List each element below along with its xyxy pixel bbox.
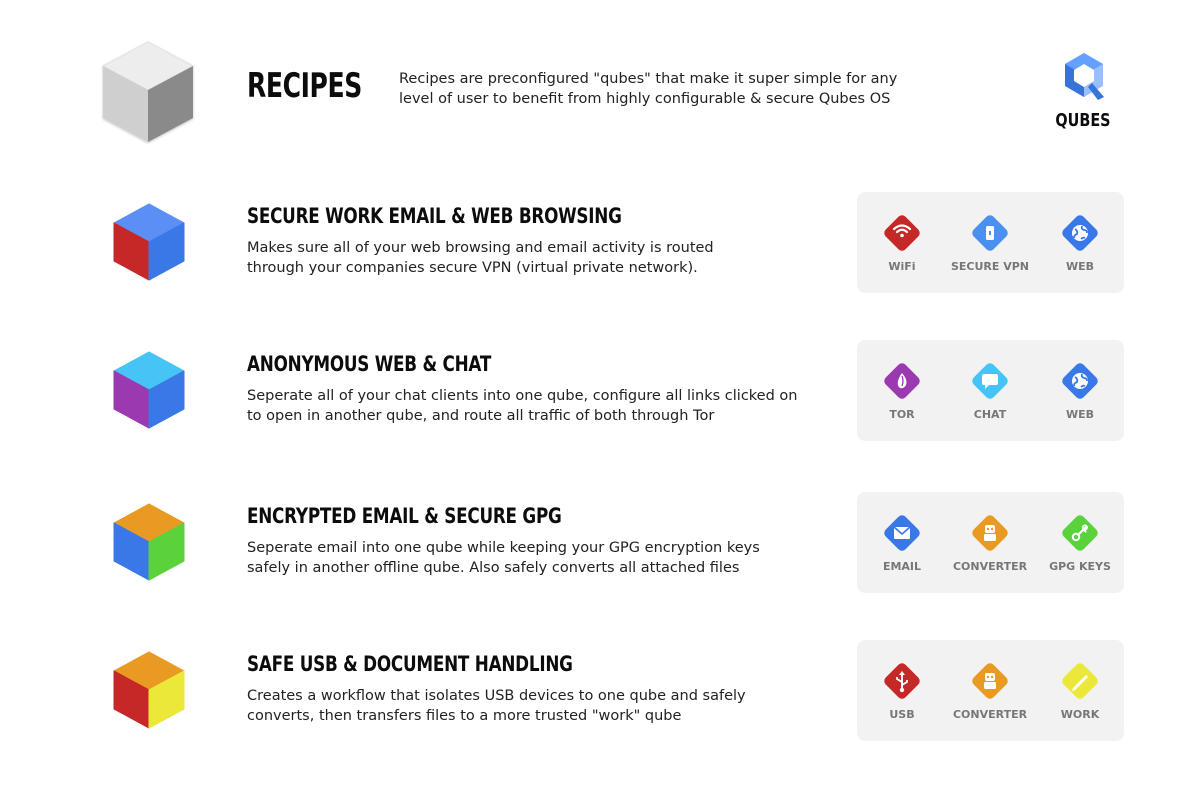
lock-icon: [969, 212, 1011, 254]
globe-icon: [1059, 212, 1101, 254]
recipe-title: SECURE WORK EMAIL & WEB BROWSING: [247, 204, 622, 228]
qube-label: GPG KEYS: [1049, 560, 1111, 573]
qube-label: CHAT: [973, 408, 1007, 421]
usb-icon: [881, 660, 923, 702]
key-icon: [1059, 512, 1101, 554]
recipe-description: Seperate email into one qube while keepi…: [247, 538, 807, 578]
recipe-cube-image: [112, 202, 186, 282]
hero-cube-image: [100, 40, 196, 144]
recipe-description-line: converts, then transfers files to a more…: [247, 708, 682, 724]
qube-label: USB: [889, 708, 915, 721]
qube-tile[interactable]: USB: [857, 660, 947, 730]
qube-tile[interactable]: WEB: [1035, 360, 1125, 430]
recipe-cube-image: [112, 350, 186, 430]
logo-wordmark: QUBES: [1055, 110, 1111, 131]
recipe-description: Creates a workflow that isolates USB dev…: [247, 686, 807, 726]
recipe-description-line: Seperate all of your chat clients into o…: [247, 388, 798, 404]
wifi-icon: [881, 212, 923, 254]
qube-label: WEB: [1065, 408, 1095, 421]
recipe-title: SAFE USB & DOCUMENT HANDLING: [247, 652, 573, 676]
recipe-qube-card: EMAIL CONVERTER GPG KEYS: [857, 492, 1124, 593]
recipe-description: Seperate all of your chat clients into o…: [247, 386, 807, 426]
recipe-description-line: Creates a workflow that isolates USB dev…: [247, 688, 746, 704]
qube-tile[interactable]: TOR: [857, 360, 947, 430]
pen-icon: [1059, 660, 1101, 702]
robot-icon: [969, 660, 1011, 702]
recipe-title: ANONYMOUS WEB & CHAT: [247, 352, 492, 376]
intro-text: Recipes are preconfigured "qubes" that m…: [399, 71, 898, 107]
recipe-description-line: Makes sure all of your web browsing and …: [247, 240, 714, 256]
qube-label: CONVERTER: [952, 560, 1028, 573]
qube-tile[interactable]: WEB: [1035, 212, 1125, 282]
qube-tile[interactable]: SECURE VPN: [945, 212, 1035, 282]
recipe-qube-card: WiFi SECURE VPN WEB: [857, 192, 1124, 293]
robot-icon: [969, 512, 1011, 554]
qubes-logo-icon: [1058, 50, 1110, 102]
qube-tile[interactable]: GPG KEYS: [1035, 512, 1125, 582]
qube-label: CONVERTER: [952, 708, 1028, 721]
recipe-description-line: safely in another offline qube. Also saf…: [247, 560, 740, 576]
qube-label: WEB: [1065, 260, 1095, 273]
qube-label: SECURE VPN: [950, 260, 1030, 273]
qube-tile[interactable]: CONVERTER: [945, 660, 1035, 730]
recipe-qube-card: USB CONVERTER WORK: [857, 640, 1124, 741]
recipe-cube-image: [112, 650, 186, 730]
qube-label: WiFi: [888, 260, 916, 273]
recipe-description-line: Seperate email into one qube while keepi…: [247, 540, 760, 556]
qube-label: TOR: [889, 408, 915, 421]
recipe-description-line: through your companies secure VPN (virtu…: [247, 260, 698, 276]
qube-tile[interactable]: WiFi: [857, 212, 947, 282]
qube-tile[interactable]: CHAT: [945, 360, 1035, 430]
recipe-cube-image: [112, 502, 186, 582]
recipe-qube-card: TOR CHAT WEB: [857, 340, 1124, 441]
globe-icon: [1059, 360, 1101, 402]
qube-tile[interactable]: EMAIL: [857, 512, 947, 582]
page-title: RECIPES: [247, 66, 362, 106]
envelope-icon: [881, 512, 923, 554]
recipe-title: ENCRYPTED EMAIL & SECURE GPG: [247, 504, 562, 528]
chat-icon: [969, 360, 1011, 402]
qube-tile[interactable]: WORK: [1035, 660, 1125, 730]
recipe-description: Makes sure all of your web browsing and …: [247, 238, 807, 278]
qube-label: WORK: [1060, 708, 1100, 721]
onion-icon: [881, 360, 923, 402]
recipe-description-line: to open in another qube, and route all t…: [247, 408, 715, 424]
qube-label: EMAIL: [882, 560, 922, 573]
qube-tile[interactable]: CONVERTER: [945, 512, 1035, 582]
